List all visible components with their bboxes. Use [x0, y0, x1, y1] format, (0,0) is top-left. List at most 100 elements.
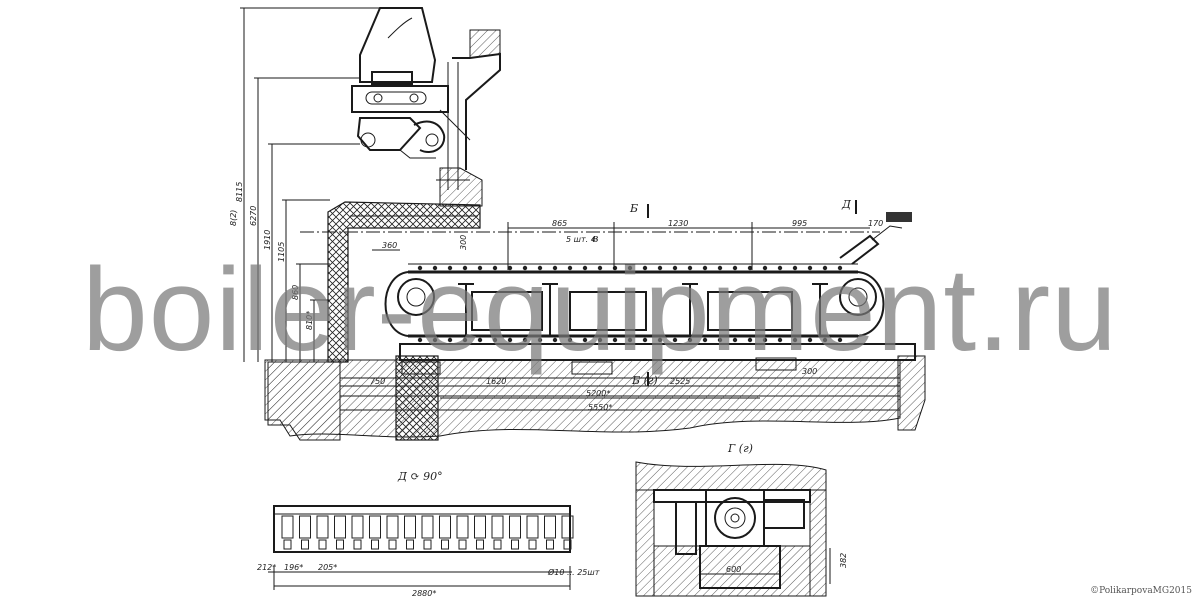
chain-link [477, 337, 483, 343]
chain-link [537, 265, 543, 271]
detail-rib [299, 515, 311, 539]
view-label-v: в [592, 232, 598, 245]
detail-d: Д ⟳ 90° 212* 196* 205* 2880* Ø10 ... 25ш… [257, 470, 600, 598]
chain-link [432, 337, 438, 343]
chain-link [732, 265, 738, 271]
dim-170: 170 [868, 219, 883, 228]
chain-link [507, 265, 513, 271]
detail-rib-foot [388, 539, 397, 550]
view-label-b: Б [629, 202, 638, 215]
dim-5550: 5550* [588, 403, 612, 412]
chain-link [447, 265, 453, 271]
chain-link [477, 265, 483, 271]
chain-link [807, 337, 813, 343]
detail-dim-196: 196* [284, 563, 303, 572]
chain-link [807, 265, 813, 271]
chain-link [672, 265, 678, 271]
chain-link [627, 265, 633, 271]
chain-link [717, 265, 723, 271]
chain-link [717, 337, 723, 343]
chain-link [687, 265, 693, 271]
dim-1230: 1230 [668, 219, 688, 228]
detail-rib-foot [406, 539, 414, 550]
chain-link [672, 337, 678, 343]
detail-rib-foot [528, 539, 537, 550]
chain-link [642, 337, 648, 343]
chain-link [777, 337, 783, 343]
chain-link [507, 337, 513, 343]
detail-rib-foot [353, 539, 362, 550]
chain-link [837, 337, 843, 343]
chain-link [582, 265, 588, 271]
chain-link [537, 337, 543, 343]
detail-dim-205: 205* [318, 563, 337, 572]
chain-link [492, 265, 498, 271]
chain-grate [384, 212, 916, 375]
chain-link [447, 337, 453, 343]
chain-link [732, 337, 738, 343]
slope-note: 5 шт. 4 [566, 235, 596, 244]
detail-rib-foot [283, 539, 292, 550]
detail-ribs [281, 515, 574, 550]
chain-link [597, 265, 603, 271]
chain-link [657, 337, 663, 343]
chain-link [792, 337, 798, 343]
dim-8115: 8115 [235, 182, 244, 202]
detail-rib-foot [336, 539, 344, 550]
chain-link [552, 337, 558, 343]
chain-link [747, 265, 753, 271]
dim-300-bottom: 300 [802, 367, 817, 376]
chain-link [462, 265, 468, 271]
furnace-front-wall [267, 167, 483, 441]
credit-text: ©PolikarpovaMG2015 [1090, 586, 1192, 596]
chain-link [642, 265, 648, 271]
dim-995: 995 [792, 219, 807, 228]
detail-rib-foot [546, 539, 554, 550]
dim-8i2: 8(2) [229, 210, 238, 226]
detail-d-label: Д ⟳ 90° [397, 470, 443, 483]
detail-rib [491, 515, 504, 539]
dim-5200: 5200* [586, 389, 610, 398]
detail-rib [544, 515, 556, 539]
chain-link [822, 265, 828, 271]
section-dim-382: 382 [839, 553, 848, 568]
chain-link [657, 265, 663, 271]
chain-link [762, 337, 768, 343]
chain-link [762, 265, 768, 271]
chain-link [777, 265, 783, 271]
detail-rib-foot [563, 539, 572, 550]
detail-rib [561, 515, 574, 539]
chain-link [612, 337, 618, 343]
chain-link [417, 337, 423, 343]
detail-rib [369, 515, 381, 539]
chain-link [567, 337, 573, 343]
chain-link [492, 337, 498, 343]
detail-rib [456, 515, 469, 539]
chain-link [687, 337, 693, 343]
dim-6270: 6270 [249, 206, 258, 226]
detail-rib-foot [493, 539, 502, 550]
detail-rib-foot [423, 539, 432, 550]
main-elevation: 865 1230 995 170 360 300 750 1620 2525 5… [229, 7, 926, 441]
detail-rib-foot [458, 539, 467, 550]
detail-rib [421, 515, 434, 539]
chain-link [432, 265, 438, 271]
detail-rib [439, 515, 451, 539]
detail-rib [316, 515, 329, 539]
detail-dim-212: 212* [257, 563, 276, 572]
chain-link [702, 337, 708, 343]
chain-link [837, 265, 843, 271]
chain-link [462, 337, 468, 343]
detail-rib-foot [301, 539, 309, 550]
fuel-hopper [351, 7, 449, 159]
chain-links [417, 265, 843, 343]
dim-860: 860 [291, 285, 300, 300]
dim-2525: 2525 [670, 377, 690, 386]
detail-rib [351, 515, 364, 539]
chain-link [522, 337, 528, 343]
chain-link [822, 337, 828, 343]
detail-rib-foot [476, 539, 484, 550]
detail-note: Ø10 ... 25шт [547, 567, 600, 577]
dim-750: 750 [370, 377, 385, 386]
